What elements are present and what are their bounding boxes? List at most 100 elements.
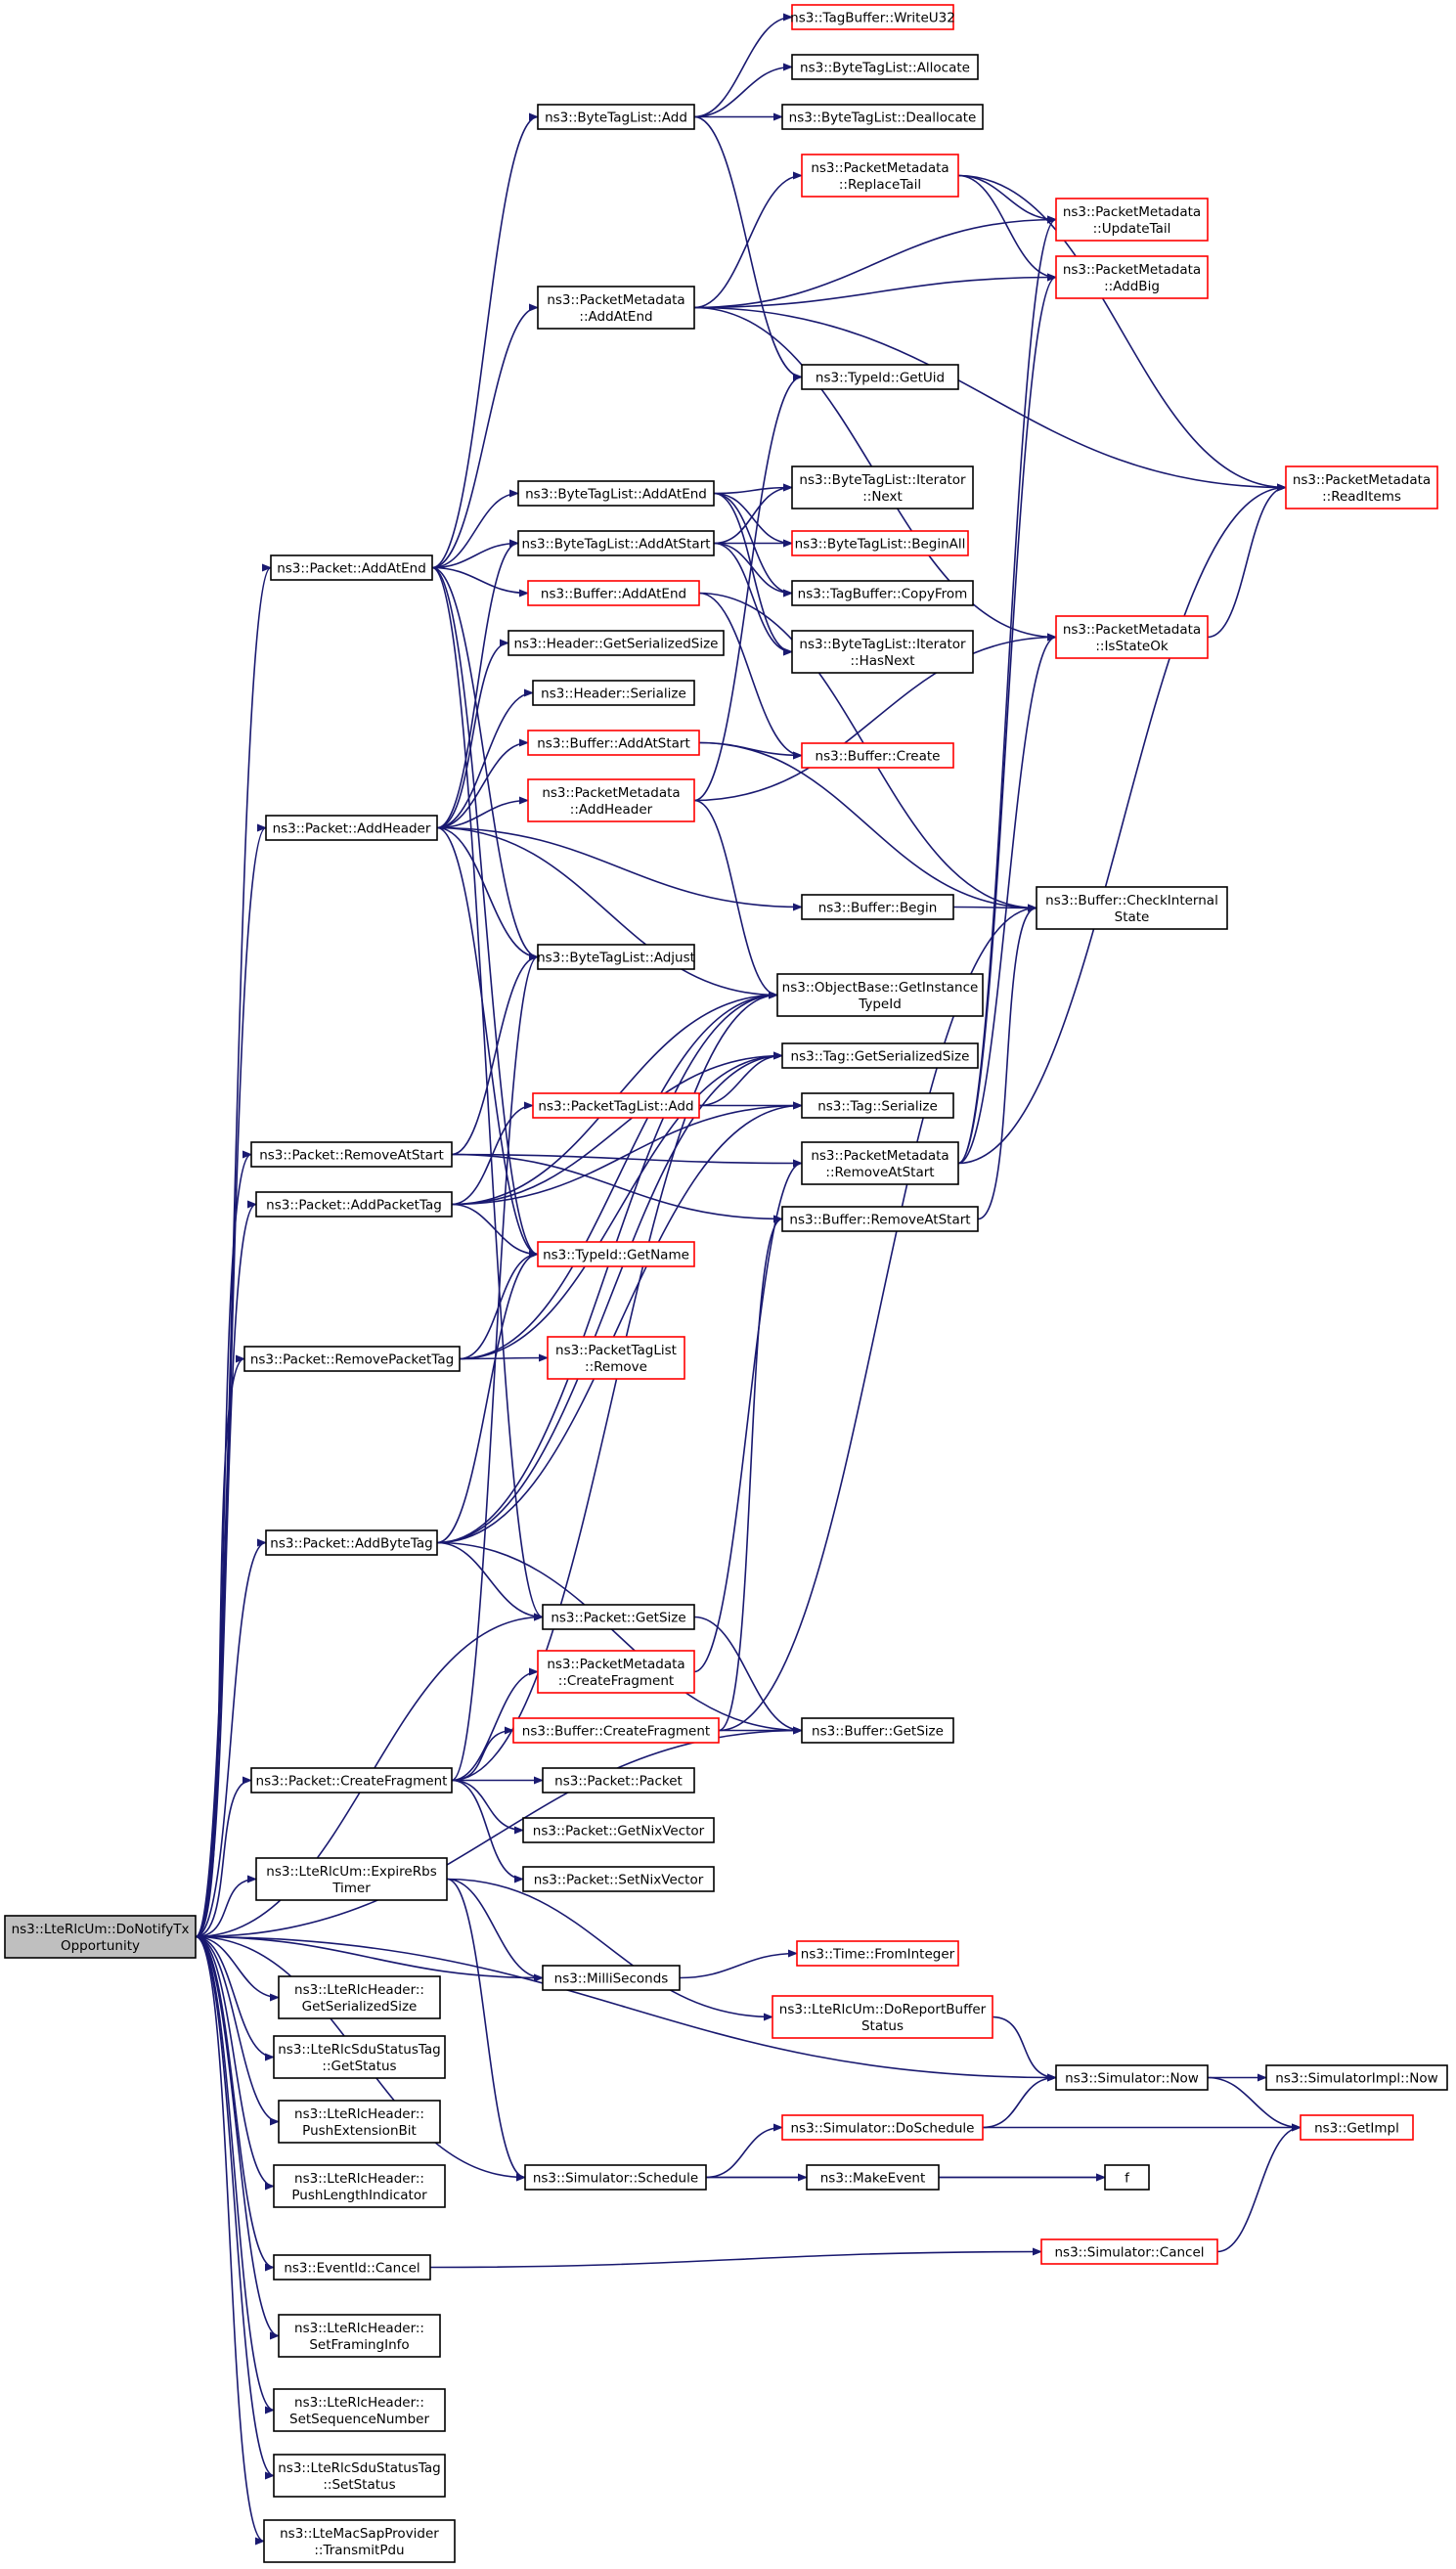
- node-lhpeb[interactable]: ns3::LteRlcHeader::PushExtensionBit: [278, 2100, 441, 2144]
- node-ptla[interactable]: ns3::PacketTagList::Add: [532, 1092, 700, 1119]
- node-label: ns3::PacketMetadata: [547, 292, 684, 308]
- node-label: ns3::Buffer::CheckInternal: [1045, 893, 1218, 908]
- node-lhgss[interactable]: ns3::LteRlcHeader::GetSerializedSize: [278, 1975, 441, 2019]
- node-tgn[interactable]: ns3::TypeId::GetName: [537, 1241, 695, 1267]
- node-sinow[interactable]: ns3::SimulatorImpl::Now: [1265, 2064, 1448, 2091]
- node-snow[interactable]: ns3::Simulator::Now: [1055, 2064, 1209, 2091]
- node-pmiso[interactable]: ns3::PacketMetadata::IsStateOk: [1055, 615, 1209, 659]
- call-edge-pmah-pmiso: [693, 633, 1057, 802]
- node-tfi[interactable]: ns3::Time::FromInteger: [796, 1940, 959, 1967]
- node-btlba[interactable]: ns3::ByteTagList::BeginAll: [791, 530, 969, 556]
- node-ptlr[interactable]: ns3::PacketTagList::Remove: [547, 1336, 685, 1380]
- node-bras[interactable]: ns3::Buffer::RemoveAtStart: [781, 1206, 979, 1232]
- node-label: ns3::ObjectBase::GetInstance: [782, 980, 979, 996]
- node-label: Status: [861, 2018, 904, 2034]
- call-edge-pmah-obgit: [693, 799, 778, 999]
- node-bcf[interactable]: ns3::Buffer::CreateFragment: [512, 1717, 720, 1744]
- node-pmae[interactable]: ns3::PacketMetadata::AddAtEnd: [537, 286, 695, 330]
- node-btlin[interactable]: ns3::ByteTagList::Iterator::Next: [791, 465, 974, 509]
- node-lhpli[interactable]: ns3::LteRlcHeader::PushLengthIndicator: [273, 2164, 446, 2208]
- node-btladj[interactable]: ns3::ByteTagList::Adjust: [537, 944, 695, 970]
- node-scancel[interactable]: ns3::Simulator::Cancel: [1040, 2238, 1218, 2265]
- node-label: ns3::PacketTagList::Add: [538, 1099, 693, 1115]
- node-ssched[interactable]: ns3::Simulator::Schedule: [524, 2164, 707, 2191]
- node-hgss[interactable]: ns3::Header::GetSerializedSize: [507, 630, 725, 656]
- node-label: ::TransmitPdu: [314, 2543, 404, 2558]
- node-btlalloc[interactable]: ns3::ByteTagList::Allocate: [791, 54, 979, 80]
- node-pmcf[interactable]: ns3::PacketMetadata::CreateFragment: [537, 1650, 695, 1694]
- node-papt[interactable]: ns3::Packet::AddPacketTag: [255, 1191, 453, 1218]
- node-pmut[interactable]: ns3::PacketMetadata::UpdateTail: [1055, 198, 1209, 242]
- node-pmras[interactable]: ns3::PacketMetadata::RemoveAtStart: [801, 1141, 959, 1185]
- node-bbegin[interactable]: ns3::Buffer::Begin: [801, 894, 954, 920]
- node-tgu[interactable]: ns3::TypeId::GetUid: [801, 364, 959, 390]
- node-label: ns3::MilliSeconds: [554, 1971, 669, 1987]
- node-btlae[interactable]: ns3::ByteTagList::AddAtEnd: [517, 480, 715, 507]
- node-label: ns3::Buffer::CreateFragment: [522, 1724, 710, 1740]
- node-hser[interactable]: ns3::Header::Serialize: [532, 680, 695, 706]
- node-pmah[interactable]: ns3::PacketMetadata::AddHeader: [527, 778, 695, 822]
- call-edge-pabt-tser: [436, 1101, 803, 1544]
- node-box: [517, 530, 715, 556]
- call-edge-pmrt-pmab: [957, 174, 1057, 282]
- node-btlas[interactable]: ns3::ByteTagList::AddAtStart: [517, 530, 715, 556]
- node-pae[interactable]: ns3::Packet::AddAtEnd: [270, 554, 433, 581]
- node-f[interactable]: f: [1104, 2164, 1150, 2191]
- node-label: ns3::PacketMetadata: [1293, 472, 1431, 488]
- node-label: ns3::PacketMetadata: [1063, 622, 1201, 638]
- node-ppkt[interactable]: ns3::Packet::Packet: [542, 1767, 695, 1794]
- node-tbw[interactable]: ns3::TagBuffer::WriteU32: [790, 4, 955, 30]
- node-msptp[interactable]: ns3::LteMacSapProvider::TransmitPdu: [263, 2519, 456, 2563]
- node-tgss[interactable]: ns3::Tag::GetSerializedSize: [781, 1042, 979, 1069]
- node-pah[interactable]: ns3::Packet::AddHeader: [265, 815, 438, 841]
- node-ms[interactable]: ns3::MilliSeconds: [542, 1965, 681, 1991]
- node-pgs[interactable]: ns3::Packet::GetSize: [542, 1604, 695, 1630]
- call-edge-pah-btladj: [436, 826, 539, 961]
- node-box: [806, 2164, 940, 2191]
- node-lhsfi[interactable]: ns3::LteRlcHeader::SetFramingInfo: [278, 2314, 441, 2358]
- node-label: ::SetStatus: [323, 2477, 395, 2493]
- node-tbcf[interactable]: ns3::TagBuffer::CopyFrom: [791, 580, 974, 606]
- node-bas[interactable]: ns3::Buffer::AddAtStart: [527, 730, 700, 756]
- node-bae[interactable]: ns3::Buffer::AddAtEnd: [527, 580, 700, 606]
- node-sds[interactable]: ns3::Simulator::DoSchedule: [781, 2114, 984, 2141]
- node-sstss[interactable]: ns3::LteRlcSduStatusTag::SetStatus: [273, 2454, 446, 2498]
- node-pmab[interactable]: ns3::PacketMetadata::AddBig: [1055, 255, 1209, 299]
- node-getimpl[interactable]: ns3::GetImpl: [1300, 2114, 1414, 2141]
- node-box: [1055, 615, 1209, 659]
- node-pabt[interactable]: ns3::Packet::AddByteTag: [265, 1529, 438, 1556]
- node-pmrt[interactable]: ns3::PacketMetadata::ReplaceTail: [801, 154, 959, 198]
- node-pgnv[interactable]: ns3::Packet::GetNixVector: [522, 1817, 715, 1843]
- node-pmri[interactable]: ns3::PacketMetadata::ReadItems: [1285, 465, 1438, 509]
- call-edge-pras-bras: [451, 1153, 783, 1223]
- node-pras[interactable]: ns3::Packet::RemoveAtStart: [250, 1141, 453, 1168]
- node-label: ns3::MakeEvent: [820, 2171, 926, 2187]
- node-pcf[interactable]: ns3::Packet::CreateFragment: [250, 1767, 453, 1794]
- node-btldealloc[interactable]: ns3::ByteTagList::Deallocate: [781, 104, 984, 130]
- call-edge-root-lhssn: [195, 1935, 275, 2414]
- node-label: ns3::EventId::Cancel: [284, 2261, 419, 2277]
- node-lhssn[interactable]: ns3::LteRlcHeader::SetSequenceNumber: [273, 2388, 446, 2432]
- call-edge-pmras-pmiso: [957, 633, 1057, 1165]
- node-label: ns3::Packet::GetNixVector: [533, 1824, 705, 1839]
- node-bcreate[interactable]: ns3::Buffer::Create: [801, 742, 954, 769]
- call-edge-drbs-snow: [992, 2015, 1057, 2082]
- node-btlhn[interactable]: ns3::ByteTagList::Iterator::HasNext: [791, 630, 974, 674]
- node-mkev[interactable]: ns3::MakeEvent: [806, 2164, 940, 2191]
- node-box: [542, 1965, 681, 1991]
- call-edge-pah-hgss: [436, 639, 509, 829]
- node-eic[interactable]: ns3::EventId::Cancel: [273, 2254, 431, 2281]
- node-psnv[interactable]: ns3::Packet::SetNixVector: [522, 1866, 715, 1892]
- node-sstgs[interactable]: ns3::LteRlcSduStatusTag::GetStatus: [273, 2035, 446, 2079]
- node-tser[interactable]: ns3::Tag::Serialize: [801, 1092, 954, 1119]
- node-bgs[interactable]: ns3::Buffer::GetSize: [801, 1717, 954, 1744]
- call-edge-pcf-pmcf: [451, 1667, 539, 1782]
- node-prpt[interactable]: ns3::Packet::RemovePacketTag: [243, 1346, 461, 1372]
- node-btla[interactable]: ns3::ByteTagList::Add: [537, 104, 695, 130]
- call-edge-ssched-sds: [705, 2123, 783, 2179]
